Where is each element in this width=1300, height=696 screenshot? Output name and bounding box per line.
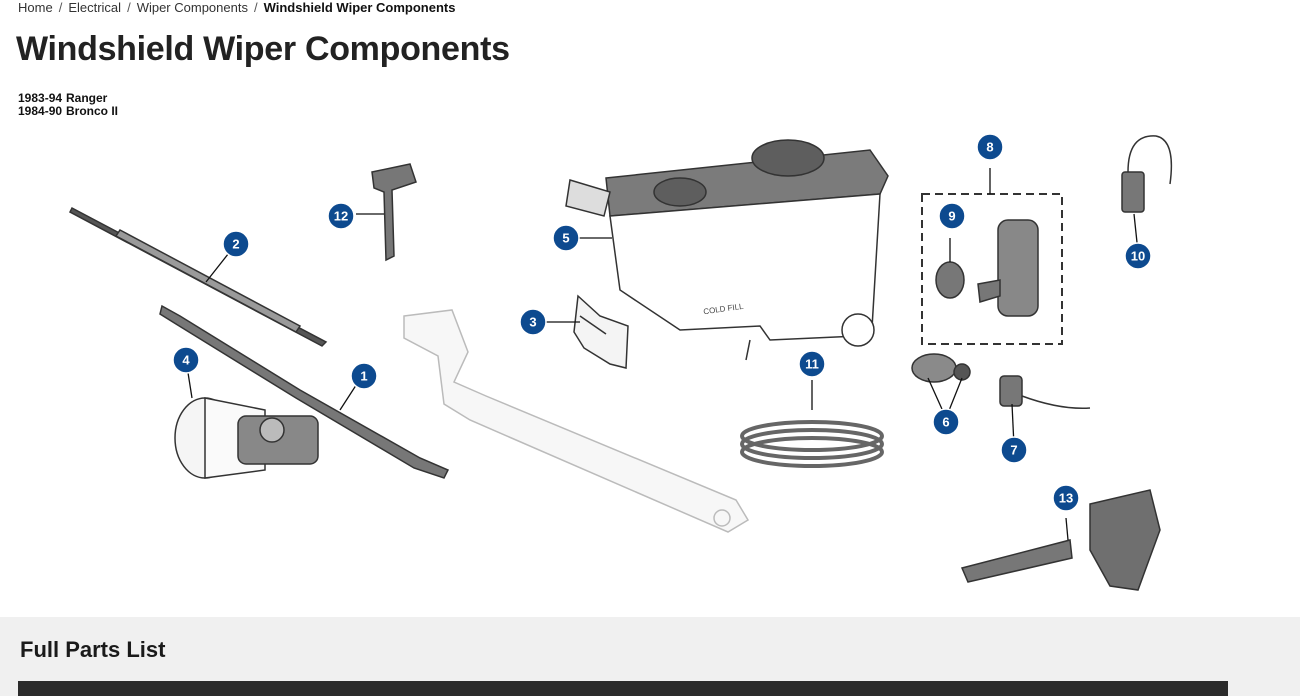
pump-motor-part[interactable] [911, 353, 971, 383]
callout-2[interactable]: 2 [222, 230, 250, 258]
callout-4[interactable]: 4 [172, 346, 200, 374]
washer-hose-part[interactable] [740, 420, 884, 468]
pump-kit-outline [921, 193, 1063, 345]
callout-12[interactable]: 12 [327, 202, 355, 230]
breadcrumb-wiper-components[interactable]: Wiper Components [136, 0, 248, 15]
page-title: Windshield Wiper Components [16, 30, 510, 68]
callout-label: 10 [1131, 249, 1145, 264]
breadcrumb: Home / Electrical / Wiper Components / Windshi… [18, 0, 455, 15]
callout-label: 13 [1059, 491, 1073, 506]
callout-label: 7 [1010, 443, 1017, 458]
pump-connector-part[interactable] [1121, 135, 1173, 213]
fitment-model: Bronco II [66, 104, 119, 118]
breadcrumb-separator: / [58, 0, 63, 15]
callout-5[interactable]: 5 [552, 224, 580, 252]
parts-diagram: COLD FILL [0, 120, 1300, 610]
parts-list-header-bar [18, 681, 1228, 696]
fitment-years: 1984-90 [18, 104, 63, 118]
breadcrumb-electrical[interactable]: Electrical [68, 0, 122, 15]
callout-label: 4 [182, 353, 190, 368]
callout-9[interactable]: 9 [938, 202, 966, 230]
hose-clip-part[interactable] [573, 294, 629, 369]
callout-3[interactable]: 3 [519, 308, 547, 336]
callout-8[interactable]: 8 [976, 133, 1004, 161]
callout-label: 3 [529, 315, 536, 330]
callout-label: 11 [805, 357, 819, 372]
callout-label: 5 [562, 231, 569, 246]
callout-label: 12 [334, 209, 348, 224]
breadcrumb-separator: / [127, 0, 131, 15]
callout-label: 2 [232, 237, 239, 252]
callout-label: 9 [948, 209, 955, 224]
breadcrumb-home[interactable]: Home [18, 0, 53, 15]
callout-1[interactable]: 1 [350, 362, 378, 390]
callout-6[interactable]: 6 [932, 408, 960, 436]
fitment-years: 1983-94 [18, 91, 63, 105]
multifunction-switch-part[interactable] [960, 489, 1161, 591]
washer-nozzle-part[interactable] [371, 163, 417, 262]
parts-list-title: Full Parts List [20, 637, 166, 662]
washer-pump-part[interactable] [977, 219, 1039, 317]
wiper-motor-part[interactable] [174, 397, 319, 479]
callout-label: 6 [942, 415, 949, 430]
callout-7[interactable]: 7 [1000, 436, 1028, 464]
parts-list-section: Full Parts List [0, 617, 1300, 696]
callout-10[interactable]: 10 [1124, 242, 1152, 270]
wiper-blade-part[interactable] [69, 206, 328, 347]
washer-reservoir-part[interactable] [565, 139, 889, 361]
callout-label: 8 [986, 140, 993, 155]
breadcrumb-separator: / [253, 0, 258, 15]
callout-11[interactable]: 11 [798, 350, 826, 378]
wiper-arm-part[interactable] [159, 304, 450, 479]
callout-13[interactable]: 13 [1052, 484, 1080, 512]
fitment-model: Ranger [66, 91, 108, 105]
callout-label: 1 [360, 369, 367, 384]
wiper-linkage-part[interactable] [403, 309, 750, 533]
parts-diagram-illustration: COLD FILL [69, 133, 1173, 591]
breadcrumb-current: Windshield Wiper Components [263, 0, 456, 15]
pump-grommet-part[interactable] [935, 261, 965, 299]
wire-connector-part[interactable] [999, 375, 1091, 409]
